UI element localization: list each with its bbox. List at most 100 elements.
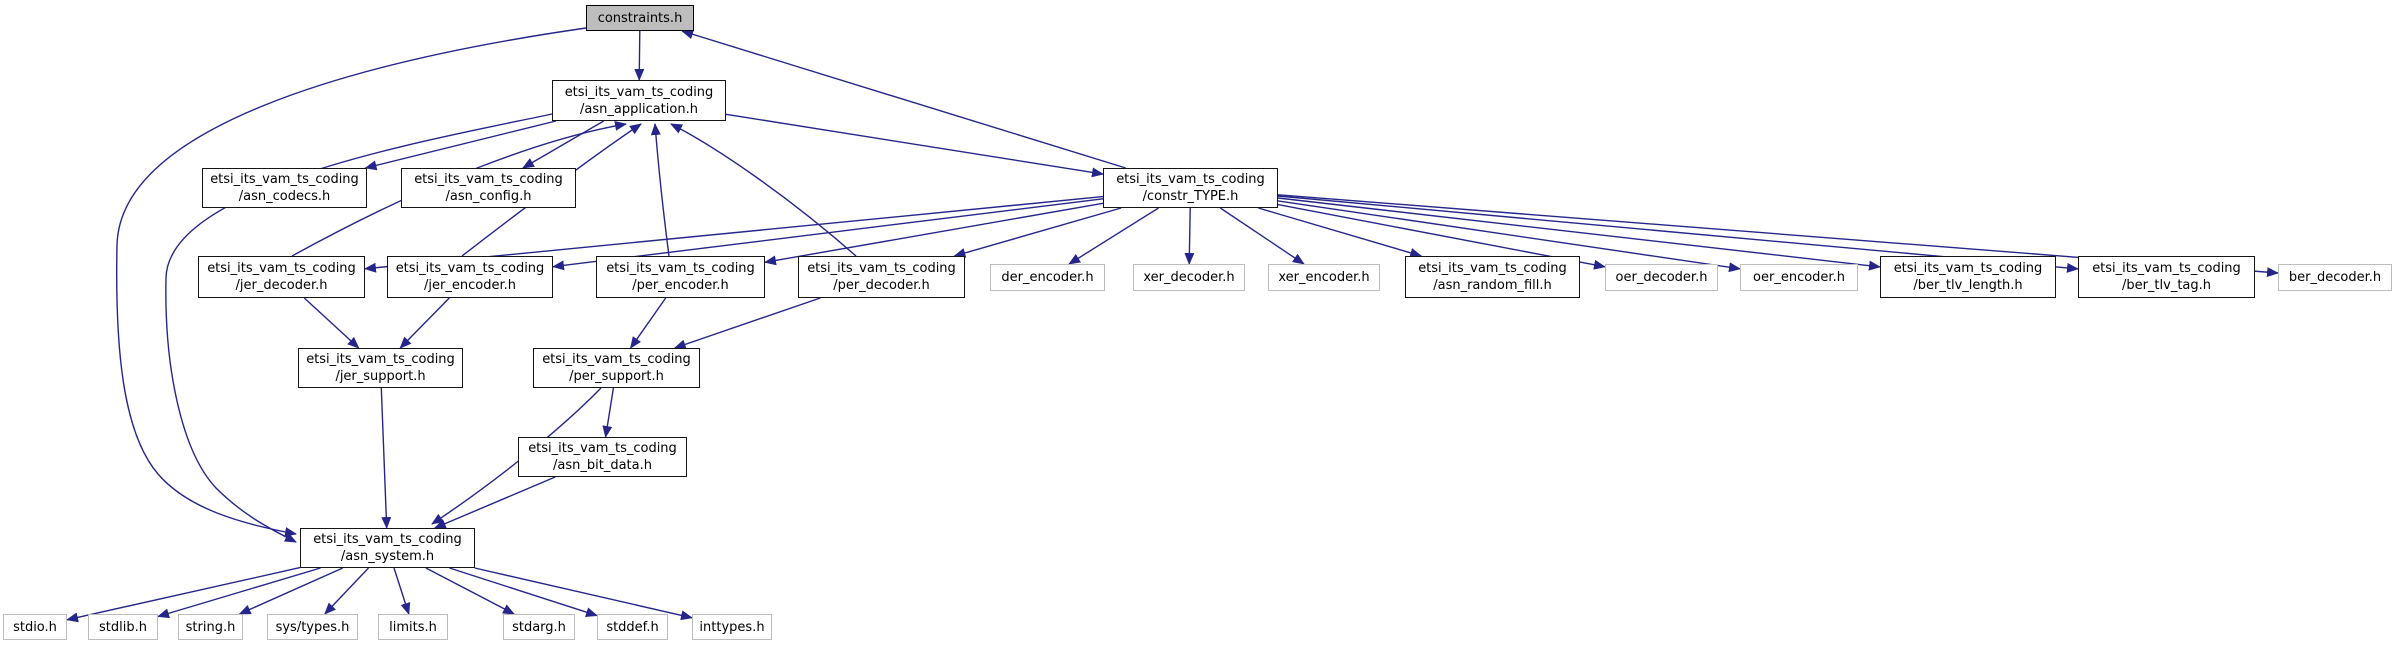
node-label: /asn_bit_data.h [553, 458, 652, 473]
node-label: string.h [185, 619, 236, 635]
node-stdlib-h: stdlib.h [88, 614, 158, 640]
node-label: etsi_its_vam_ts_coding [542, 352, 691, 367]
node-label: etsi_its_vam_ts_coding [414, 172, 563, 187]
edge-jer_encoder-to-jer_support [399, 297, 450, 349]
node-asn-bit-data-h[interactable]: etsi_its_vam_ts_coding/asn_bit_data.h [518, 437, 687, 477]
node-jer-encoder-h[interactable]: etsi_its_vam_ts_coding/jer_encoder.h [387, 256, 553, 298]
node-label: der_encoder.h [1001, 270, 1094, 285]
edge-constr_TYPE-to-der_encoder [1068, 207, 1159, 265]
edge-asn_system-to-stdlib [157, 567, 321, 619]
edge-constraints-to-asn_system [116, 27, 587, 537]
edge-asn_application-to-constr_TYPE [725, 113, 1104, 178]
node-label: etsi_its_vam_ts_coding [395, 261, 545, 276]
node-constr-type-h[interactable]: etsi_its_vam_ts_coding/constr_TYPE.h [1103, 168, 1278, 208]
edge-asn_system-to-stddef [449, 567, 598, 617]
node-label: /asn_system.h [340, 549, 435, 564]
edge-asn_application-to-asn_config [522, 120, 605, 169]
node-ber-tlv-length-h[interactable]: etsi_its_vam_ts_coding/ber_tlv_length.h [1880, 256, 2056, 298]
node-label: etsi_its_vam_ts_coding [2092, 261, 2241, 276]
node-oer-decoder-h: oer_decoder.h [1605, 264, 1718, 291]
node-stddef-h: stddef.h [597, 614, 668, 640]
node-label: /asn_random_fill.h [1433, 278, 1552, 293]
node-label: stdio.h [13, 619, 57, 635]
node-stdarg-h: stdarg.h [503, 614, 575, 640]
node-label: oer_encoder.h [1753, 270, 1845, 285]
edge-constraints-to-asn_application [634, 30, 645, 81]
node-label: etsi_its_vam_ts_coding [306, 352, 455, 367]
node-label: stddef.h [606, 619, 659, 635]
edge-constr_TYPE-to-ber_tlv_length [1277, 197, 1881, 271]
node-label: /asn_application.h [580, 101, 698, 117]
node-asn-codecs-h[interactable]: etsi_its_vam_ts_coding/asn_codecs.h [202, 168, 367, 208]
node-asn-system-h[interactable]: etsi_its_vam_ts_coding/asn_system.h [300, 528, 475, 568]
node-per-encoder-h[interactable]: etsi_its_vam_ts_coding/per_encoder.h [596, 256, 765, 298]
node-jer-support-h[interactable]: etsi_its_vam_ts_coding/jer_support.h [298, 348, 463, 388]
node-label: /asn_codecs.h [238, 189, 331, 204]
edge-constr_TYPE-to-asn_random_fill [1258, 207, 1423, 258]
edge-asn_bit_data-to-asn_system [433, 476, 556, 529]
edge-constr_TYPE-to-constraints [681, 29, 1126, 169]
node-label: xer_encoder.h [1278, 270, 1370, 285]
edge-asn_system-to-sys_types [324, 567, 370, 615]
node-asn-application-h[interactable]: etsi_its_vam_ts_coding/asn_application.h [552, 80, 726, 121]
node-label: /jer_decoder.h [235, 278, 328, 293]
node-label: /per_support.h [569, 369, 664, 384]
node-oer-encoder-h: oer_encoder.h [1740, 264, 1858, 291]
edge-constr_TYPE-to-per_decoder [953, 207, 1122, 258]
edge-constr_TYPE-to-xer_decoder [1184, 207, 1195, 265]
node-label: inttypes.h [699, 619, 765, 635]
edge-constr_TYPE-to-oer_encoder [1277, 200, 1741, 273]
node-label: etsi_its_vam_ts_coding [807, 261, 956, 276]
node-label: etsi_its_vam_ts_coding [564, 84, 714, 100]
node-jer-decoder-h[interactable]: etsi_its_vam_ts_coding/jer_decoder.h [198, 256, 365, 298]
edge-asn_system-to-stdio [66, 566, 301, 623]
node-label: /per_decoder.h [833, 278, 930, 293]
node-xer-decoder-h: xer_decoder.h [1133, 264, 1245, 291]
edge-asn_system-to-stdarg [425, 567, 515, 615]
node-inttypes-h: inttypes.h [692, 614, 772, 640]
node-per-support-h[interactable]: etsi_its_vam_ts_coding/per_support.h [533, 348, 700, 388]
node-label: ber_decoder.h [2288, 270, 2382, 285]
node-xer-encoder-h: xer_encoder.h [1268, 264, 1380, 291]
node-label: etsi_its_vam_ts_coding [606, 261, 755, 276]
node-label: etsi_its_vam_ts_coding [1116, 172, 1265, 187]
node-label: /per_encoder.h [632, 278, 729, 293]
node-asn-random-fill-h[interactable]: etsi_its_vam_ts_coding/asn_random_fill.h [1405, 256, 1580, 298]
node-per-decoder-h[interactable]: etsi_its_vam_ts_coding/per_decoder.h [798, 256, 965, 298]
edge-per_encoder-to-asn_application [650, 123, 670, 257]
node-label: etsi_its_vam_ts_coding [207, 261, 356, 276]
node-label: xer_decoder.h [1143, 270, 1235, 285]
node-limits-h: limits.h [378, 614, 448, 640]
node-label: limits.h [389, 619, 437, 635]
edge-per_support-to-asn_bit_data [602, 387, 615, 438]
edge-asn_application-to-asn_codecs [364, 120, 557, 171]
node-label: stdlib.h [99, 619, 147, 635]
edge-constr_TYPE-to-xer_encoder [1219, 207, 1305, 265]
node-sys-types-h: sys/types.h [267, 614, 358, 640]
node-stdio-h: stdio.h [3, 614, 67, 640]
node-label: /asn_config.h [445, 189, 532, 204]
edge-asn_system-to-inttypes [474, 567, 693, 621]
node-label: /jer_encoder.h [424, 278, 516, 293]
edge-asn_application-to-asn_system [165, 113, 553, 543]
edge-jer_decoder-to-asn_application [291, 120, 627, 257]
edge-per_encoder-to-per_support [630, 297, 667, 349]
node-label: /jer_support.h [335, 369, 426, 384]
node-label: constraints.h [597, 10, 683, 26]
edge-jer_support-to-asn_system [380, 387, 392, 529]
node-label: /ber_tlv_length.h [1913, 278, 2023, 293]
edge-jer_decoder-to-jer_support [303, 297, 360, 349]
node-label: etsi_its_vam_ts_coding [1893, 261, 2043, 276]
node-ber-tlv-tag-h[interactable]: etsi_its_vam_ts_coding/ber_tlv_tag.h [2078, 256, 2255, 298]
node-string-h: string.h [178, 614, 243, 640]
node-label: etsi_its_vam_ts_coding [1418, 261, 1567, 276]
node-asn-config-h[interactable]: etsi_its_vam_ts_coding/asn_config.h [401, 168, 576, 208]
edge-constr_TYPE-to-per_encoder [764, 202, 1104, 266]
node-label: sys/types.h [275, 619, 350, 635]
edge-per_decoder-to-per_support [673, 297, 821, 350]
node-ber-decoder-h: ber_decoder.h [2278, 264, 2392, 291]
node-label: stdarg.h [512, 619, 566, 635]
node-label: etsi_its_vam_ts_coding [528, 441, 677, 456]
